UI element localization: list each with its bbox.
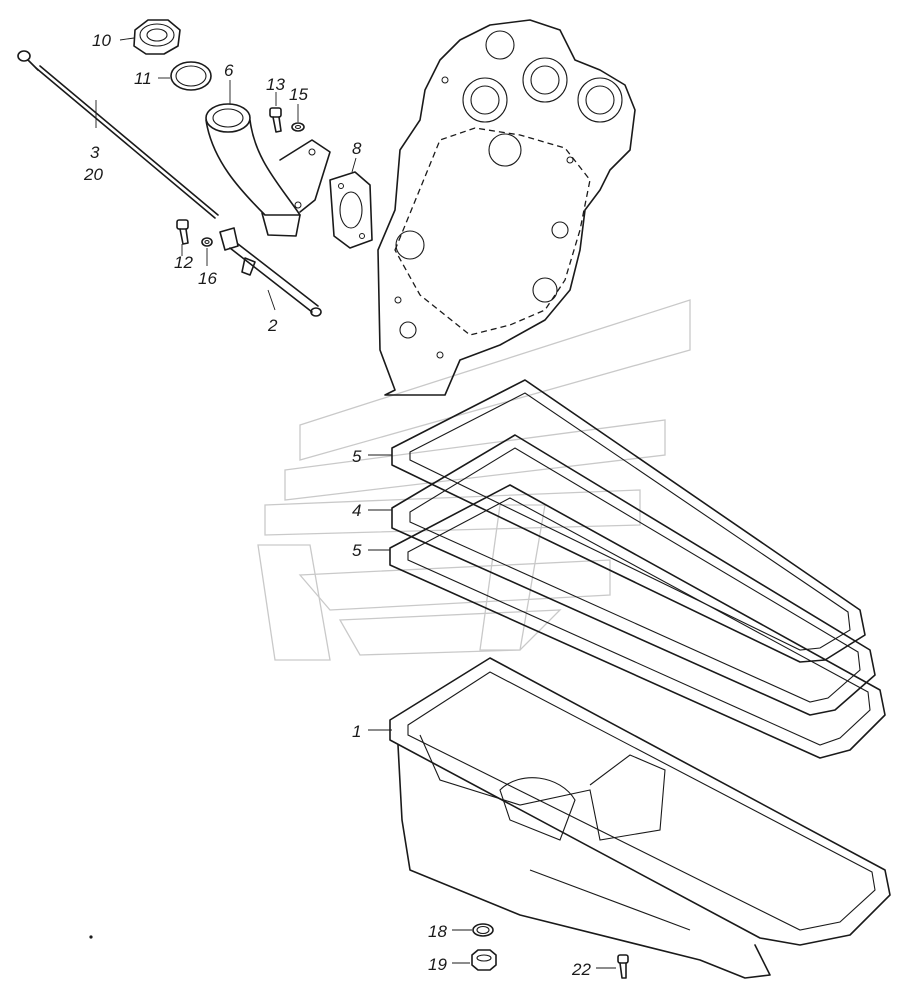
callout-5-upper: 5 [352, 447, 362, 466]
stray-dot [89, 935, 93, 939]
oil-filler-cap [133, 19, 181, 55]
callout-20: 20 [83, 165, 103, 184]
seal-ring [170, 61, 212, 91]
callout-1: 1 [352, 722, 361, 741]
leader-lines [95, 37, 616, 969]
callout-2: 2 [267, 316, 278, 335]
callout-3: 3 [90, 143, 100, 162]
oil-filler-neck [205, 103, 331, 237]
callout-11: 11 [134, 69, 152, 88]
callout-22: 22 [571, 960, 591, 979]
bolt-13 [269, 107, 282, 133]
bolt-12 [176, 219, 189, 245]
bolt-22 [617, 954, 629, 979]
callout-8: 8 [352, 139, 362, 158]
callout-12: 12 [174, 253, 193, 272]
callout-15: 15 [289, 85, 308, 104]
callout-10: 10 [92, 31, 111, 50]
oil-pan [389, 657, 891, 979]
oil-pan-gasket-upper [391, 379, 866, 663]
dipstick-guide-tube [219, 227, 322, 317]
drain-plug [471, 949, 497, 971]
timing-gear-housing [377, 19, 636, 396]
callout-4: 4 [352, 501, 361, 520]
drain-plug-seal [472, 923, 494, 937]
callout-16: 16 [198, 269, 217, 288]
callout-5-lower: 5 [352, 541, 362, 560]
dipstick [17, 50, 219, 219]
washer-16 [201, 237, 213, 247]
oil-pan-gasket-lower [389, 484, 886, 759]
callout-13: 13 [266, 75, 285, 94]
washer-15 [291, 122, 305, 132]
oil-pan-gasket-middle [391, 434, 876, 716]
callout-18: 18 [428, 922, 447, 941]
callout-19: 19 [428, 955, 447, 974]
gasket-8 [329, 171, 373, 249]
callout-6: 6 [224, 61, 234, 80]
